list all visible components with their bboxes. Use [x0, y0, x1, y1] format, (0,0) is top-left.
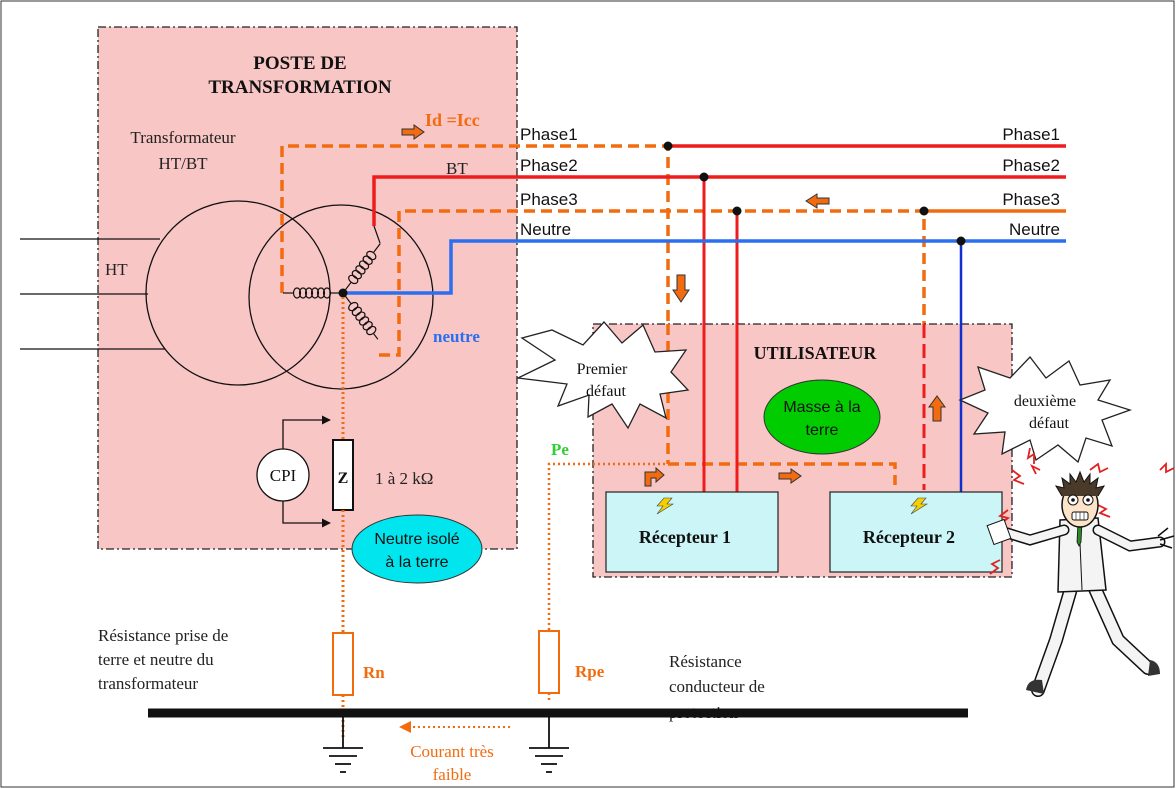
neutral-isolated-line1: Neutre isolé [374, 531, 459, 548]
rn-label: Rn [363, 663, 385, 682]
neutral-isolated-bubble [351, 514, 483, 584]
first-fault-line2: défaut [586, 383, 627, 400]
arrow-right-pe-icon [778, 468, 802, 484]
weak-current-line1: Courant très [410, 742, 494, 761]
phase1-label-left: Phase1 [520, 125, 578, 144]
first-fault-burst [515, 321, 690, 430]
rn-desc-line2: terre et neutre du [98, 650, 214, 669]
weak-current-arrowhead-icon [399, 721, 411, 733]
receptor1-label: Récepteur 1 [639, 527, 731, 547]
neutre-label: neutre [433, 327, 480, 346]
neutre-label-left: Neutre [520, 220, 571, 239]
pe-conductor [547, 462, 668, 700]
rn-desc-line1: Résistance prise de [98, 626, 228, 645]
second-fault-line1: deuxième [1014, 393, 1076, 410]
transformer-label-line2: HT/BT [158, 154, 208, 173]
cpi-wire-bottom [282, 500, 331, 528]
ht-label: HT [105, 260, 128, 279]
neutral-conductor [343, 239, 1066, 295]
transformer-secondary-circle [248, 204, 434, 390]
cpi-wire-top [282, 415, 331, 450]
rpe-label: Rpe [575, 662, 605, 681]
junction-phase1 [663, 141, 673, 151]
phase3-label-right: Phase3 [1002, 190, 1060, 209]
junction-phase3-r2 [919, 206, 929, 216]
electrocuted-person-illustration [986, 447, 1175, 697]
phase1-label-right: Phase1 [1002, 125, 1060, 144]
rn-desc-line3: transformateur [98, 674, 198, 693]
weak-current-line2: faible [433, 765, 472, 784]
rpe-desc-line2: conducteur de [669, 677, 765, 696]
cpi-circle [256, 448, 310, 502]
ground-symbol-rn [323, 713, 363, 773]
neutre-label-right: Neutre [1009, 220, 1060, 239]
arrow-up-icon [928, 395, 946, 422]
second-fault-burst [958, 355, 1133, 464]
rpe-resistor [538, 630, 560, 694]
mass-earth-bubble [763, 379, 881, 455]
receptor1-box [605, 491, 779, 573]
winding-primary [283, 287, 343, 299]
rn-resistor [332, 632, 354, 696]
user-title: UTILISATEUR [754, 343, 878, 363]
arrow-bend-icon [644, 466, 665, 487]
station-title-line1: POSTE DE [253, 53, 346, 74]
rpe-desc-line1: Résistance [669, 652, 742, 671]
impedance-value: 1 à 2 kΩ [375, 469, 433, 488]
lightning-icon-receptor1 [656, 497, 675, 515]
pe-label: Pe [551, 440, 569, 459]
star-point-dot [338, 288, 348, 298]
phase3-label-left: Phase3 [520, 190, 578, 209]
first-fault-line1: Premier [577, 361, 628, 378]
station-title-line2: TRANSFORMATION [208, 77, 392, 98]
phase2-label-right: Phase2 [1002, 156, 1060, 175]
junction-neutral [956, 236, 966, 246]
arrow-down-icon [672, 274, 690, 303]
transformer-label-line1: Transformateur [130, 128, 235, 147]
id-icc-label: Id =Icc [425, 110, 480, 130]
impedance-z: Z [338, 470, 349, 487]
mass-earth-line1: Masse à la [783, 399, 860, 416]
receptor2-label: Récepteur 2 [863, 527, 955, 547]
arrow-right-id-icon [401, 124, 425, 140]
phase2-conductor [372, 175, 1066, 226]
cpi-label: CPI [270, 466, 297, 485]
fault-current-path-user [666, 324, 897, 485]
arrow-left-phase3-icon [805, 193, 830, 209]
junction-phase2 [699, 172, 709, 182]
lightning-icon-receptor2 [910, 497, 929, 515]
winding-lower [342, 292, 379, 340]
mass-earth-line2: terre [806, 422, 839, 439]
ground-symbol-rpe [529, 713, 569, 773]
phase2-label-left: Phase2 [520, 156, 578, 175]
flow-arrows [401, 124, 946, 487]
winding-upper-lead [373, 225, 381, 244]
bt-label: BT [446, 159, 468, 178]
neutral-isolated-line2: à la terre [385, 554, 448, 571]
second-fault-line2: défaut [1029, 415, 1070, 432]
junction-phase3-r1 [732, 206, 742, 216]
